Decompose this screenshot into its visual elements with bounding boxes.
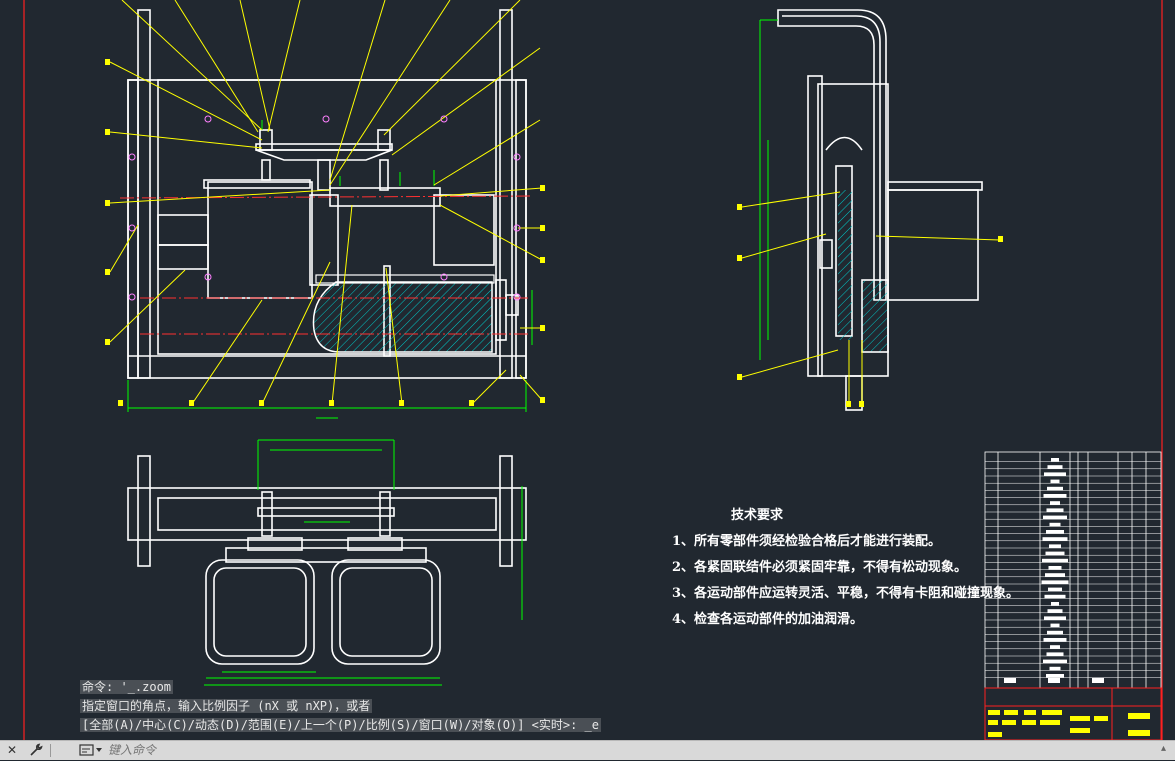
command-window-icon[interactable] <box>78 743 106 758</box>
side-leaders <box>741 191 1001 404</box>
requirement-1: 1、所有零部件须经检验合格后才能进行装配。 <box>672 534 942 549</box>
top-dimensions <box>204 439 523 686</box>
history-line-1: 命令: '_.zoom <box>80 680 174 694</box>
top-view <box>127 455 527 665</box>
command-line-bar: ✕ ▴ <box>0 740 1175 760</box>
wrench-icon[interactable] <box>28 743 44 758</box>
side-view <box>777 9 983 411</box>
center-lines <box>119 195 531 335</box>
front-dimensions <box>127 120 533 419</box>
command-bar-divider <box>50 744 51 757</box>
front-bolt-circles <box>128 115 521 301</box>
requirement-4: 4、检查各运动部件的加油润滑。 <box>672 612 864 627</box>
side-hatch <box>838 190 852 340</box>
history-line-2: 指定窗口的角点，输入比例因子 (nX 或 nXP)，或者 <box>80 699 373 713</box>
side-balloon-markers <box>737 204 1003 407</box>
command-input[interactable] <box>108 742 1148 758</box>
command-history: 命令: '_.zoom 指定窗口的角点，输入比例因子 (nX 或 nXP)，或者… <box>80 680 601 737</box>
requirement-2: 2、各紧固联结件必须紧固牢靠，不得有松动现象。 <box>672 560 968 575</box>
hatched-drum <box>312 281 493 353</box>
title-block <box>984 687 1162 740</box>
front-leaders <box>109 0 543 405</box>
parts-list-header-marks <box>1004 678 1104 683</box>
resize-grip-icon[interactable]: ▴ <box>1161 743 1167 754</box>
technical-requirements: 技术要求 1、所有零部件须经检验合格后才能进行装配。 2、各紧固联结件必须紧固牢… <box>672 503 1019 633</box>
close-icon[interactable]: ✕ <box>6 743 18 757</box>
history-line-3: [全部(A)/中心(C)/动态(D)/范围(E)/上一个(P)/比例(S)/窗口… <box>80 718 601 732</box>
parts-list-rows <box>985 458 1161 678</box>
title-block-fields <box>988 710 1150 737</box>
drawing-viewport[interactable]: 技术要求 1、所有零部件须经检验合格后才能进行装配。 2、各紧固联结件必须紧固牢… <box>0 0 1175 740</box>
side-dimensions <box>759 19 778 360</box>
front-balloon-markers <box>105 59 545 406</box>
technical-requirements-title: 技术要求 <box>730 508 783 523</box>
requirement-3: 3、各运动部件应运转灵活、平稳，不得有卡阻和碰撞现象。 <box>672 586 1020 601</box>
cad-drawing <box>23 0 1163 740</box>
